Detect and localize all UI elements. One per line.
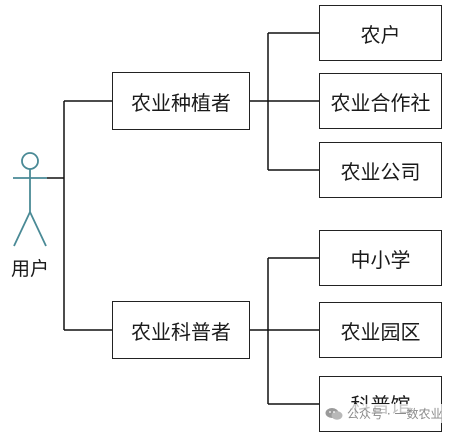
category-box-planter: 农业种植者 xyxy=(112,72,250,130)
user-actor-icon xyxy=(13,152,47,247)
actor-label: 用户 xyxy=(10,258,49,280)
leaf-box-park: 农业园区 xyxy=(319,302,442,358)
leaf-box-cooperative: 农业合作社 xyxy=(319,73,442,129)
category-box-educator: 农业科普者 xyxy=(112,301,250,359)
leaf-box-farmer: 农户 xyxy=(319,5,442,61)
leaf-box-company: 农业公司 xyxy=(319,142,442,198)
wechat-icon xyxy=(325,407,343,420)
leaf-box-school: 中小学 xyxy=(319,230,442,286)
watermark-text: 公众号 · 一数农业 xyxy=(347,407,443,421)
watermark: 公众号 · 一数农业 xyxy=(322,404,446,423)
